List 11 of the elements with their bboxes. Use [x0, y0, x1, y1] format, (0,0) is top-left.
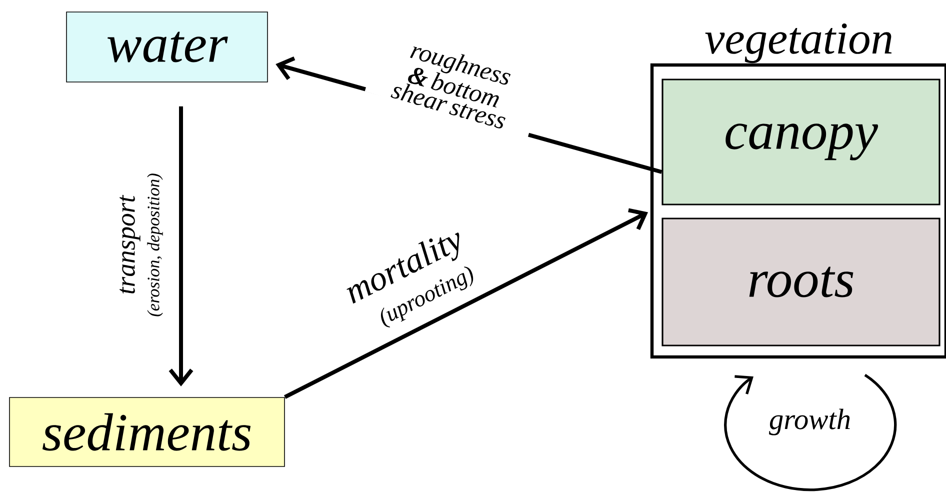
box: water [66, 12, 268, 82]
box: roots [662, 218, 940, 346]
arrow [168, 106, 194, 386]
box: canopy [662, 78, 940, 206]
arrow [284, 208, 648, 399]
box: sediments [9, 397, 285, 467]
note-label: (erosion, deposition) [147, 174, 163, 316]
node-label: vegetation [705, 23, 892, 64]
edge-label: transport [118, 194, 142, 296]
note-label: growth [769, 408, 850, 436]
edge-label: roughness & bottom shear stress [364, 30, 546, 138]
